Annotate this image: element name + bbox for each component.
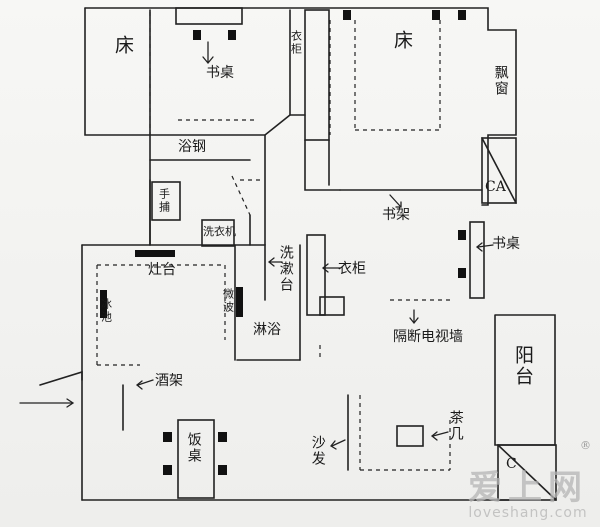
watermark: 爱上网 loveshang.com	[468, 460, 588, 521]
label-desk-top: 书桌	[206, 65, 234, 81]
watermark-en: loveshang.com	[468, 505, 588, 521]
label-bay-window: 飘窗	[492, 65, 509, 97]
top-left-wall	[84, 7, 291, 136]
ca-box	[481, 137, 517, 204]
wardrobe-mid-box	[306, 234, 326, 316]
dining-table-box	[177, 419, 215, 499]
label-washer: 洗衣机	[203, 225, 236, 238]
label-balcony: 阳台	[511, 345, 534, 387]
c-box	[497, 444, 557, 501]
label-bookshelf: 书架	[382, 207, 410, 223]
wardrobe-top-box	[304, 9, 330, 141]
label-wine-shelf: 酒架	[155, 373, 183, 389]
outer-wall	[84, 7, 517, 206]
watermark-registered-mark: ®	[580, 439, 591, 452]
desk-right-box	[469, 221, 485, 299]
label-bed-right: 床	[390, 30, 413, 51]
label-mop-sink: 手捕	[157, 188, 171, 214]
washer-box	[201, 219, 235, 247]
label-ca-box: CA	[485, 179, 506, 195]
label-dining-table: 饭桌	[185, 432, 202, 464]
label-wardrobe-mid: 衣柜	[338, 261, 366, 277]
label-fridge: 冰池	[99, 298, 113, 324]
label-c-box: C	[506, 456, 517, 472]
label-tv-wall: 隔断电视墙	[393, 329, 463, 345]
label-basin: 洗漱台	[277, 245, 294, 293]
label-wardrobe-top: 衣柜	[289, 30, 303, 56]
label-desk-right: 书桌	[492, 236, 520, 252]
label-microwave: 微波	[221, 288, 235, 314]
label-bed-left: 床	[111, 35, 134, 56]
window-top-left	[175, 7, 243, 25]
label-shower: 淋浴	[253, 322, 281, 338]
watermark-cn: 爱上网	[468, 468, 588, 508]
label-sofa: 沙发	[309, 435, 326, 467]
kitchen-wall	[81, 244, 266, 301]
label-coffee-table: 茶几	[447, 410, 464, 442]
label-bathroom-strip: 浴钢	[178, 139, 206, 155]
mop-sink-box	[151, 181, 181, 221]
label-stove: 灶台	[148, 262, 176, 278]
